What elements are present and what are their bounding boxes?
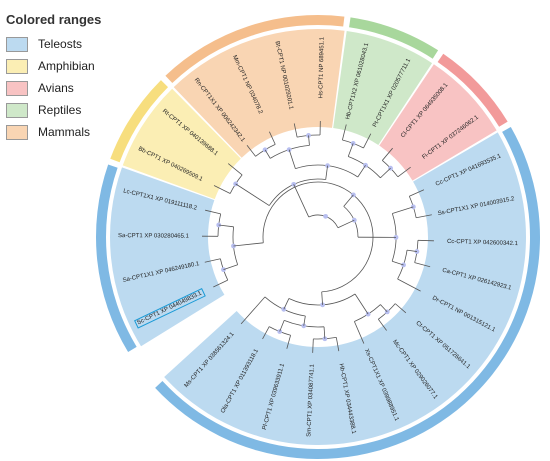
tree-branch	[279, 320, 285, 332]
clade-outer-ring-arc	[437, 53, 508, 127]
tree-branch	[323, 326, 326, 339]
tree-branch	[417, 239, 434, 242]
tree-branch	[414, 262, 431, 268]
clade-outer-ring-arc	[349, 17, 439, 59]
tree-branch	[308, 135, 310, 146]
clade-outer-ring-arc	[110, 80, 169, 163]
tree-branch	[218, 224, 234, 228]
leaf-label: Sa-CPT1 XP 030280465.1	[118, 233, 190, 240]
tree-branch	[227, 163, 243, 176]
tree-branch	[397, 278, 421, 292]
tree-branch	[240, 296, 266, 325]
tree-branch	[343, 194, 354, 207]
tree-branch	[293, 184, 310, 218]
tree-branch	[303, 315, 306, 326]
node-support-dot	[414, 249, 420, 254]
leaf-label: Sm-CPT1 XP 034087741.1	[306, 363, 315, 436]
tree-branch	[213, 279, 228, 288]
legend-label: Teleosts	[38, 37, 83, 51]
tree-branch	[363, 133, 372, 149]
legend-title: Colored ranges	[6, 12, 102, 27]
tree-branch	[354, 321, 365, 344]
tree-branch	[347, 143, 354, 157]
amphibian-swatch-icon	[6, 58, 28, 74]
tree-branch	[341, 124, 347, 141]
tree-branch	[233, 242, 264, 247]
tree-branch	[392, 206, 414, 214]
clade-range-background	[122, 88, 241, 200]
tree-branch	[321, 291, 323, 305]
tree-branch	[380, 167, 391, 179]
tree-branch	[262, 326, 270, 340]
node-support-dot	[286, 147, 292, 153]
node-support-dot	[277, 329, 283, 334]
highlighted-leaf-box	[134, 288, 206, 329]
tree-branch	[378, 319, 387, 331]
tree-branch-arc	[262, 181, 374, 293]
tree-branch	[204, 258, 221, 263]
legend-label: Amphibian	[38, 59, 95, 73]
tree-branch	[357, 165, 366, 178]
tree-branch	[205, 209, 221, 215]
node-support-dot	[323, 213, 328, 219]
tree-branch	[246, 145, 256, 157]
legend-item-mammals: Mammals	[6, 121, 126, 143]
tree-branch	[264, 149, 271, 159]
tree-branch	[223, 264, 238, 270]
clade-range-background	[173, 28, 345, 158]
tree-branch	[416, 214, 432, 219]
tree-branch	[382, 147, 393, 161]
tree-branch	[406, 249, 417, 252]
tree-branch	[354, 293, 369, 315]
legend-item-teleosts: Teleosts	[6, 33, 126, 55]
tree-branch	[380, 304, 388, 313]
node-support-dot	[301, 323, 307, 329]
tree-branch	[293, 123, 298, 138]
reptile-swatch-icon	[6, 102, 28, 118]
tree-branch	[392, 260, 404, 266]
legend-item-reptiles: Reptiles	[6, 99, 126, 121]
node-support-dot	[221, 267, 226, 273]
tree-branch	[335, 337, 340, 352]
avian-swatch-icon	[6, 80, 28, 96]
tree-branch	[325, 165, 328, 180]
tree-branch	[235, 183, 270, 206]
legend-item-avians: Avians	[6, 77, 126, 99]
tree-branch	[213, 185, 231, 194]
tree-branch	[409, 189, 425, 197]
tree-branch	[286, 335, 291, 349]
node-support-dot	[322, 336, 328, 342]
legend-label: Mammals	[38, 125, 91, 139]
tree-branch	[394, 303, 407, 314]
legend: Colored ranges Teleosts Amphibian Avians…	[6, 12, 126, 143]
tree-branch	[312, 338, 314, 353]
leaf-label: Cc-CPT1 XP 042600342.1	[447, 239, 519, 247]
tree-branch	[337, 219, 355, 229]
tree-branch	[269, 131, 276, 145]
legend-label: Reptiles	[38, 103, 82, 117]
legend-item-amphibian: Amphibian	[6, 55, 126, 77]
tree-branch	[283, 298, 290, 310]
node-support-dot	[306, 133, 311, 138]
leaf-label: Hs-CPT1 NP 689451.1	[318, 36, 325, 98]
node-support-dot	[393, 234, 399, 240]
clade-range-background	[333, 30, 433, 146]
clade-outer-ring-arc	[96, 164, 137, 353]
tree-branch	[288, 149, 296, 169]
teleost-swatch-icon	[6, 36, 28, 52]
clade-range-background	[110, 167, 225, 347]
tree-branch	[397, 166, 411, 178]
clade-range-background	[379, 64, 497, 181]
clade-outer-ring-arc	[165, 15, 345, 84]
mammal-swatch-icon	[6, 124, 28, 140]
clade-range-background	[164, 132, 526, 446]
legend-label: Avians	[38, 81, 74, 95]
